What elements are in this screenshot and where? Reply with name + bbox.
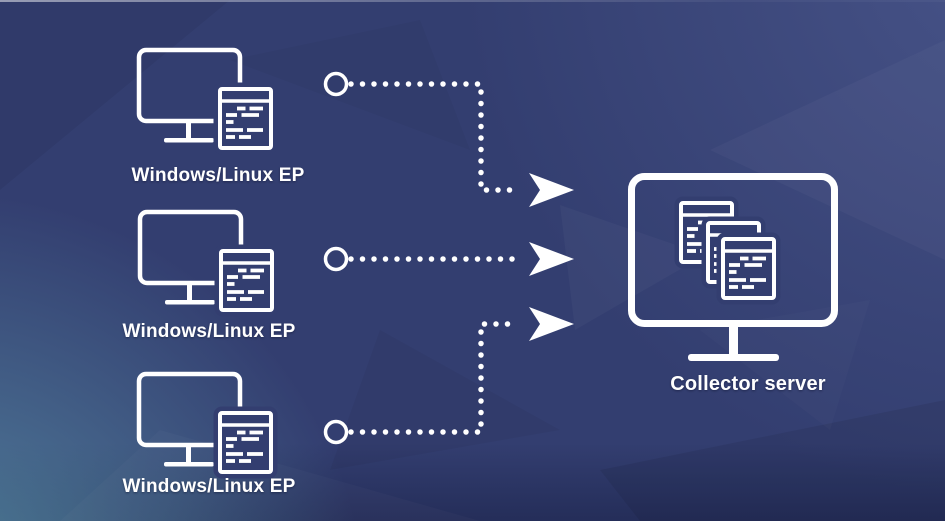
stacked-log-files-icon <box>681 203 774 298</box>
circle-node-icon <box>323 71 349 97</box>
arrowhead-icon <box>529 173 574 207</box>
connector-top <box>348 81 513 193</box>
dotted-connectors <box>348 81 519 435</box>
connector-start-nodes <box>323 71 349 445</box>
collector-server-label: Collector server <box>670 373 826 395</box>
collector-server-icon <box>628 173 838 361</box>
connector-arrowheads <box>529 173 574 341</box>
endpoint-label: Windows/Linux EP <box>122 476 296 497</box>
endpoint-monitor-icon <box>139 374 271 472</box>
circle-node-icon <box>323 419 349 445</box>
endpoint-label: Windows/Linux EP <box>131 165 305 186</box>
endpoint-monitor-icon <box>140 212 272 310</box>
arrowhead-icon <box>529 242 574 276</box>
connector-bottom <box>348 321 513 435</box>
endpoint-monitor-icon <box>139 50 271 148</box>
endpoint-label: Windows/Linux EP <box>122 321 296 342</box>
arrowhead-icon <box>529 307 574 341</box>
circle-node-icon <box>323 246 349 272</box>
